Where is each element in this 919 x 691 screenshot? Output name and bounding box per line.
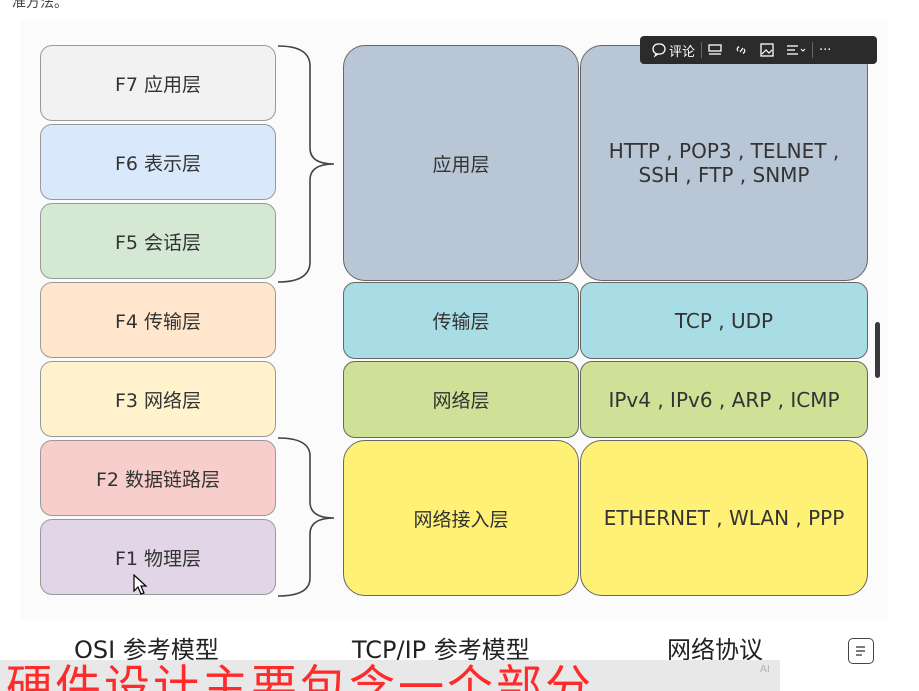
protocols-application-line1: HTTP , POP3 , TELNET , bbox=[608, 139, 840, 163]
upper-brace bbox=[277, 45, 335, 283]
tcpip-transport-layer: 传输层 bbox=[343, 282, 579, 359]
toolbar-divider bbox=[701, 42, 703, 58]
protocols-network: IPv4 , IPv6 , ARP , ICMP bbox=[580, 361, 868, 438]
comment-icon bbox=[652, 43, 666, 57]
link-icon bbox=[736, 46, 746, 54]
osi-layer-f3: F3 网络层 bbox=[40, 361, 276, 437]
protocols-application-line2: SSH , FTP , SNMP bbox=[638, 163, 810, 187]
brace-connectors bbox=[277, 45, 335, 597]
protocols-network-access: ETHERNET , WLAN , PPP bbox=[580, 440, 868, 596]
osi-layer-f1: F1 物理层 bbox=[40, 519, 276, 595]
subtitle-text: 硬件设计主要包含一个部分 bbox=[6, 660, 594, 691]
align-icon bbox=[787, 45, 806, 55]
caption-tcpip: TCP/IP 参考模型 bbox=[352, 636, 530, 664]
osi-layer-f5: F5 会话层 bbox=[40, 203, 276, 279]
paragraph-fragment: 准方法。 bbox=[12, 0, 68, 11]
comment-label: 评论 bbox=[669, 44, 696, 60]
mouse-pointer-icon bbox=[133, 574, 148, 595]
image-button[interactable] bbox=[754, 36, 780, 64]
lower-brace bbox=[277, 437, 335, 597]
osi-layer-f4: F4 传输层 bbox=[40, 282, 276, 358]
link-button[interactable] bbox=[728, 36, 754, 64]
osi-layer-f7: F7 应用层 bbox=[40, 45, 276, 121]
scrollbar-thumb[interactable] bbox=[875, 322, 880, 378]
caption-icon bbox=[708, 44, 722, 55]
align-dropdown[interactable] bbox=[780, 36, 812, 64]
toolbar-divider bbox=[812, 42, 814, 58]
subtitle-banner: 硬件设计主要包含一个部分 AI bbox=[0, 660, 780, 691]
ai-tag: AI bbox=[760, 664, 770, 675]
tcpip-application-layer: 应用层 bbox=[343, 45, 579, 281]
caption-protocols: 网络协议 bbox=[667, 636, 763, 664]
caption-osi: OSI 参考模型 bbox=[74, 636, 219, 664]
protocols-transport: TCP , UDP bbox=[580, 282, 868, 359]
more-button[interactable]: ··· bbox=[819, 42, 832, 58]
comment-button[interactable]: 评论 bbox=[646, 36, 701, 64]
tcpip-network-access-layer: 网络接入层 bbox=[343, 440, 579, 596]
image-icon bbox=[760, 43, 774, 57]
caption-button[interactable] bbox=[702, 36, 728, 64]
osi-layer-f6: F6 表示层 bbox=[40, 124, 276, 200]
scan-icon bbox=[856, 646, 865, 656]
osi-layer-f2: F2 数据链路层 bbox=[40, 440, 276, 516]
image-toolbar: 评论 ··· bbox=[640, 36, 877, 64]
protocols-application: HTTP , POP3 , TELNET , SSH , FTP , SNMP bbox=[580, 45, 868, 281]
tcpip-network-layer: 网络层 bbox=[343, 361, 579, 438]
screenshot-text-icon[interactable] bbox=[848, 638, 874, 664]
